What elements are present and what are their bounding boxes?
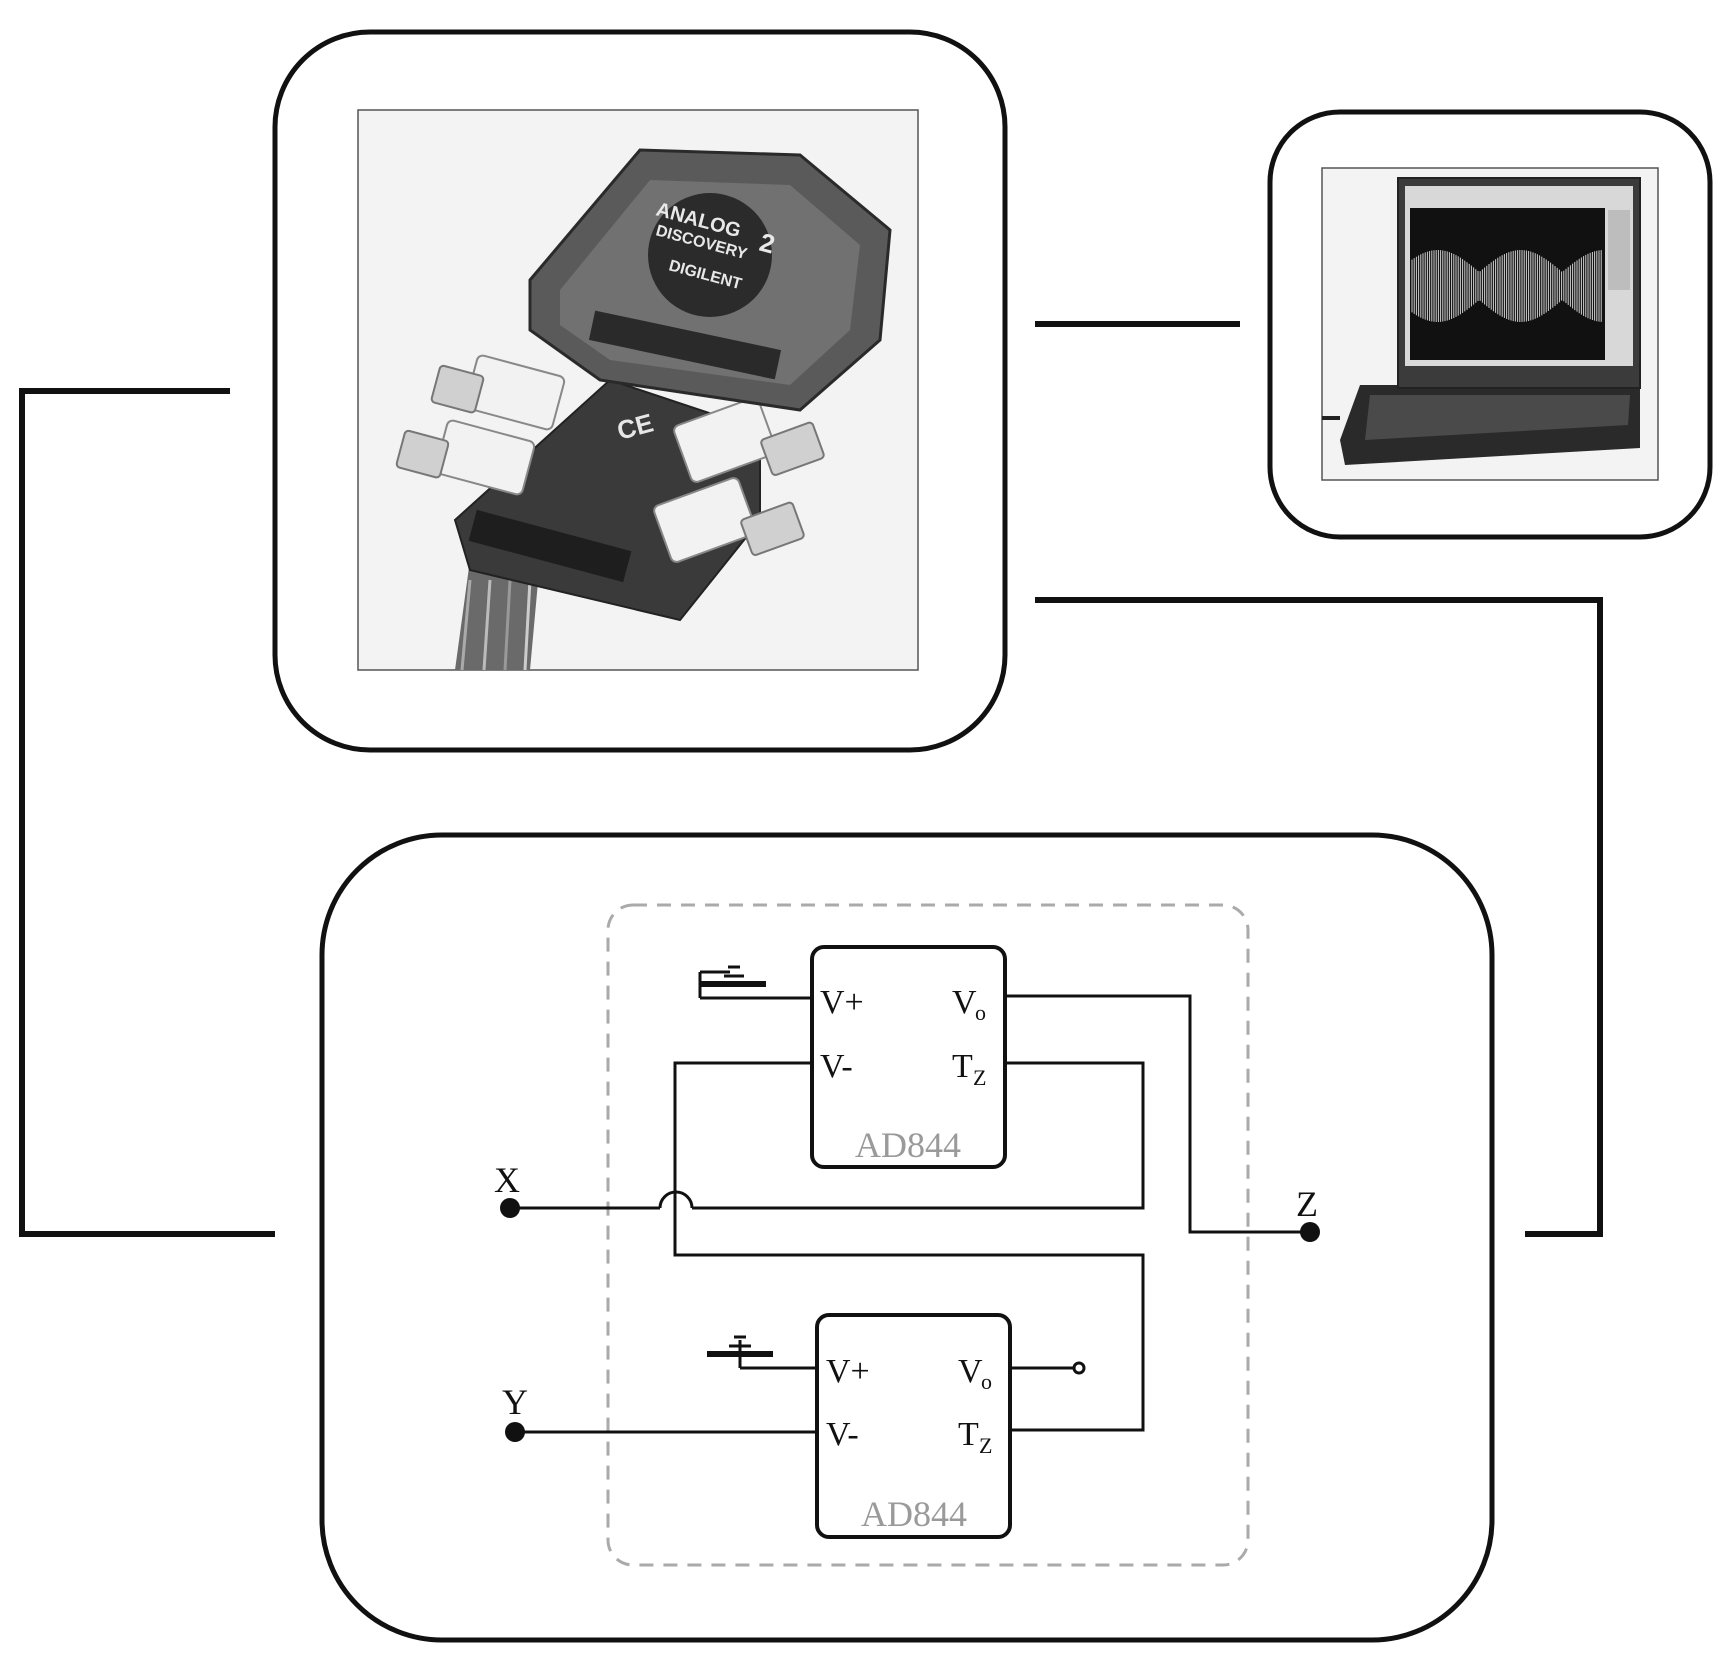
bnc-connector-icon xyxy=(430,354,566,431)
chip1-tz-subscript: Z xyxy=(973,1065,986,1090)
chip2-vout-subscript: o xyxy=(981,1369,992,1394)
waveform-trace xyxy=(1411,250,1602,322)
chip2-tz-subscript: Z xyxy=(979,1433,992,1458)
chip1-vplus-label: V+ xyxy=(820,984,864,1021)
circuit-panel: V+ V- V o T Z AD844 V+ V- V o T Z AD844 xyxy=(319,832,1495,1643)
ad844-chip-2: V+ V- V o T Z AD844 xyxy=(815,1313,1012,1539)
chip1-tz-label: T xyxy=(952,1048,973,1085)
chip1-vout-subscript: o xyxy=(975,1000,986,1025)
laptop-icon xyxy=(1322,177,1641,465)
panel-connections xyxy=(19,321,1603,1237)
multiplier-dashed-boundary xyxy=(606,903,1250,1567)
device-label-disc xyxy=(648,193,772,317)
chip2-part-label: AD844 xyxy=(861,1494,967,1534)
y-terminal-node xyxy=(505,1422,525,1442)
x-terminal-node xyxy=(500,1198,520,1218)
analog-discovery-device-image: CE ANALOG DISCOVERY xyxy=(395,148,892,671)
chip1-vminus-label: V- xyxy=(820,1048,853,1085)
chip2-vplus-label: V+ xyxy=(826,1353,870,1390)
ribbon-cable-icon xyxy=(455,560,540,671)
chip1-part-label: AD844 xyxy=(855,1125,961,1165)
circuit-panel-frame xyxy=(319,832,1495,1643)
oscilloscope-screen xyxy=(1410,208,1605,360)
chip2-vminus-label: V- xyxy=(826,1416,859,1453)
z-terminal-label: Z xyxy=(1296,1184,1318,1224)
header-connector xyxy=(468,509,632,583)
y-terminal-label: Y xyxy=(502,1382,528,1422)
chip2-vout-label: V xyxy=(958,1353,983,1390)
bnc-connector-icon xyxy=(673,397,825,483)
open-terminal xyxy=(1072,1361,1086,1375)
x-terminal-label: X xyxy=(494,1160,520,1200)
device-panel: CE ANALOG DISCOVERY xyxy=(272,29,1008,753)
device-pin-header xyxy=(588,310,782,380)
output-device-link xyxy=(1035,597,1603,1237)
bnc-connector-icon xyxy=(395,419,536,496)
chip1-vout-label: V xyxy=(952,984,977,1021)
circuit-wires xyxy=(510,994,1310,1434)
ad844-chip-1: V+ V- V o T Z AD844 xyxy=(810,945,1007,1169)
bnc-connector-icon xyxy=(653,477,805,563)
ground-icon xyxy=(698,965,812,1000)
chip2-tz-label: T xyxy=(958,1416,979,1453)
ground-icon xyxy=(707,1335,817,1370)
z-terminal-node xyxy=(1300,1222,1320,1242)
laptop-panel xyxy=(1267,109,1713,540)
device-inputs-link xyxy=(19,388,275,1237)
